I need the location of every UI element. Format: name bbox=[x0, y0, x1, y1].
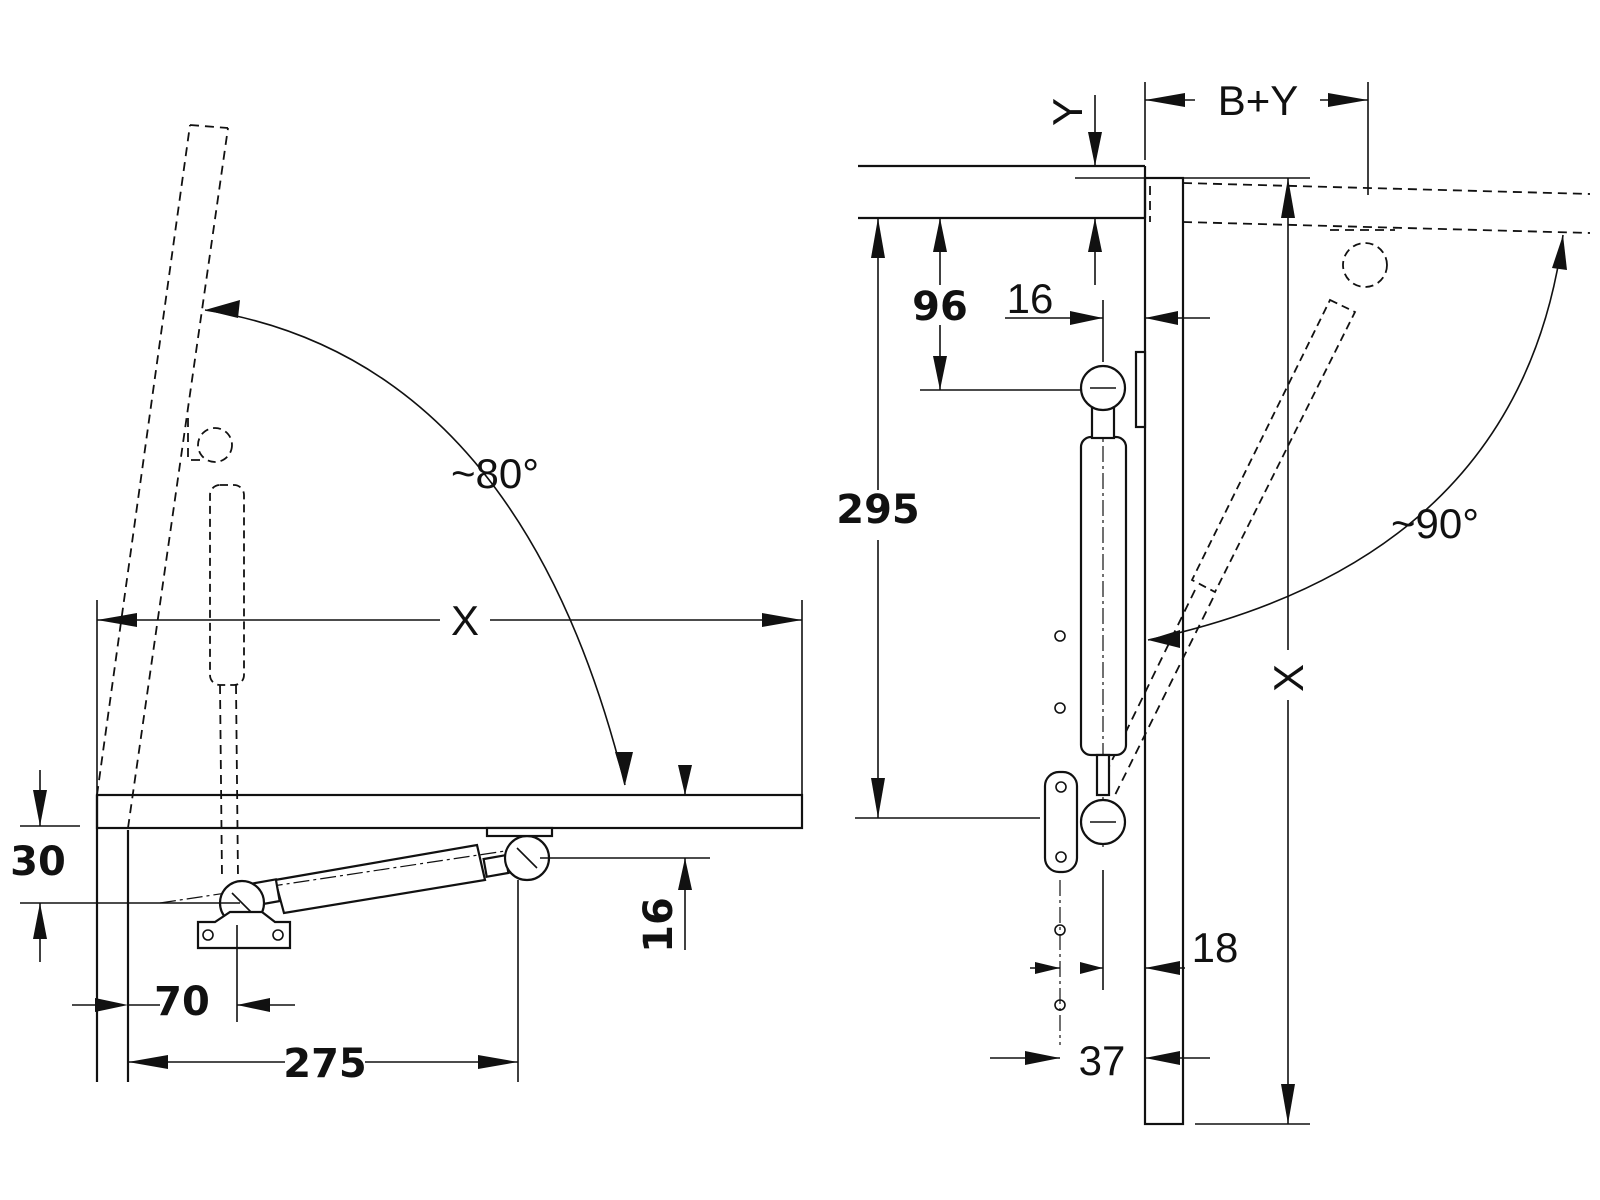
right-gas-strut-closed bbox=[1079, 350, 1147, 850]
left-cabinet-side-panel bbox=[95, 795, 130, 1082]
right-mounting-holes bbox=[1054, 630, 1066, 1045]
left-lid-fitting bbox=[485, 826, 554, 838]
right-dim-16-label: 16 bbox=[1007, 275, 1054, 322]
right-view: B+Y Y 96 16 295 X ~90° 18 37 bbox=[836, 77, 1591, 1126]
left-angle-label: ~80° bbox=[451, 450, 539, 497]
right-dimension-lines bbox=[855, 82, 1567, 1125]
left-dim-275-label: 275 bbox=[283, 1041, 367, 1087]
right-dim-96-label: 96 bbox=[912, 284, 968, 330]
left-dim-30-label: 30 bbox=[10, 839, 66, 885]
right-lower-bracket bbox=[1043, 770, 1079, 874]
right-height-label: X bbox=[1265, 664, 1312, 692]
left-dim-70-label: 70 bbox=[154, 979, 210, 1025]
left-lid-closed bbox=[95, 793, 804, 830]
left-lower-bracket bbox=[196, 910, 292, 950]
right-y-label: Y bbox=[1044, 98, 1091, 126]
right-dim-37-label: 37 bbox=[1079, 1037, 1126, 1084]
right-dim-18-label: 18 bbox=[1192, 924, 1239, 971]
right-door-panel-open-dashed bbox=[1149, 182, 1591, 234]
left-width-label: X bbox=[451, 597, 479, 644]
right-top-panel bbox=[858, 164, 1147, 220]
left-gas-strut-closed bbox=[159, 834, 551, 927]
left-gas-strut-open-dashed bbox=[187, 418, 245, 879]
right-top-width-label: B+Y bbox=[1218, 77, 1299, 124]
right-dim-295-label: 295 bbox=[836, 487, 920, 533]
left-view: X ~80° 30 16 70 275 bbox=[10, 124, 804, 1087]
left-dim-16-label: 16 bbox=[636, 897, 682, 953]
left-lid-open-dashed bbox=[96, 124, 229, 829]
left-dimension-lines bbox=[20, 300, 803, 1082]
right-angle-label: ~90° bbox=[1391, 500, 1479, 547]
